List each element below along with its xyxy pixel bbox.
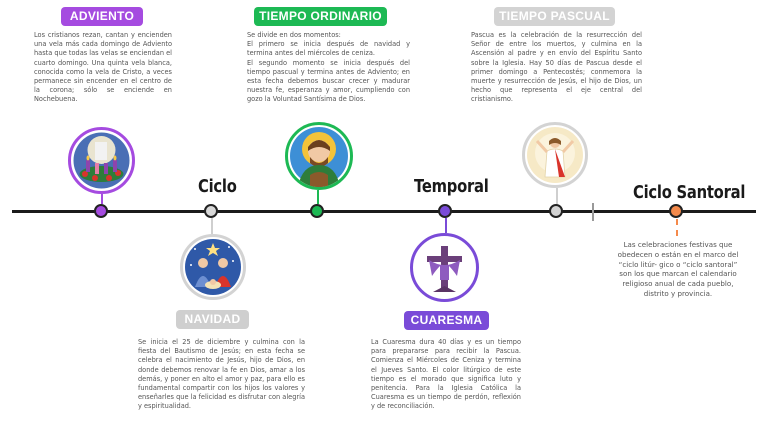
saint-joseph-icon	[285, 122, 353, 190]
nativity-icon	[180, 234, 246, 300]
navidad-stem	[211, 218, 213, 234]
cross-with-cloth-icon	[410, 233, 479, 302]
tiempo-ordinario-stem	[317, 190, 319, 204]
tiempo-pascual-node[interactable]	[549, 204, 563, 218]
tiempo-ordinario-description: Se divide en dos momentos: El primero se…	[247, 31, 410, 104]
cuaresma-description: La Cuaresma dura 40 días y es un tiempo …	[371, 338, 521, 411]
cuaresma-node[interactable]	[438, 204, 452, 218]
timeline-divider-tick	[592, 203, 594, 221]
adviento-badge: ADVIENTO	[61, 7, 143, 26]
santoral-stem	[676, 219, 678, 236]
adviento-node[interactable]	[94, 204, 108, 218]
santoral-node[interactable]	[669, 204, 683, 218]
adviento-description: Los cristianos rezan, cantan y encienden…	[34, 31, 172, 104]
adviento-stem	[101, 194, 103, 204]
santoral-description: Las celebraciones festivas que obedecen …	[617, 240, 739, 298]
tiempo-ordinario-node[interactable]	[310, 204, 324, 218]
cuaresma-badge: CUARESMA	[404, 311, 489, 330]
tiempo-ordinario-badge: TIEMPO ORDINARIO	[254, 7, 387, 26]
advent-wreath-icon	[68, 127, 135, 194]
navidad-badge: NAVIDAD	[176, 310, 249, 329]
tiempo-pascual-stem	[556, 188, 558, 204]
timeline-label-temporal: Temporal	[414, 176, 489, 197]
cuaresma-stem	[445, 218, 447, 233]
navidad-description: Se inicia el 25 de diciembre y culmina c…	[138, 338, 305, 411]
tiempo-pascual-badge: TIEMPO PASCUAL	[494, 7, 615, 26]
navidad-node[interactable]	[204, 204, 218, 218]
timeline-label-ciclo-santoral: Ciclo Santoral	[633, 182, 746, 203]
tiempo-pascual-description: Pascua es la celebración de la resurrecc…	[471, 31, 642, 104]
timeline-label-ciclo: Ciclo	[198, 176, 237, 197]
risen-christ-icon	[522, 122, 588, 188]
timeline-line	[12, 210, 756, 213]
